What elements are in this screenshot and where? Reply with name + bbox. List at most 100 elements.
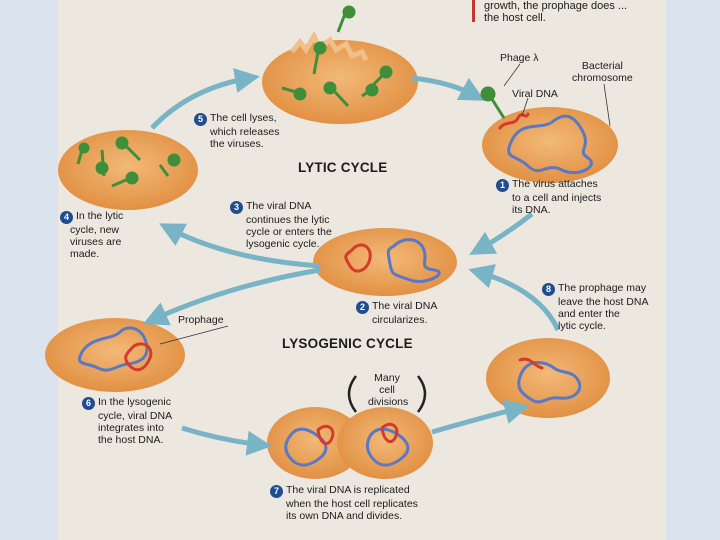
label-bacterial-chromosome: Bacterial chromosome (572, 60, 633, 84)
phage-icon (323, 81, 350, 108)
step-line: cycle, new (70, 224, 120, 236)
arrow-2-to-4 (159, 223, 321, 269)
title-lytic-cycle: LYTIC CYCLE (298, 160, 388, 175)
header-line: growth, the prophage does ... (484, 0, 628, 12)
label-prophage: Prophage (178, 314, 224, 326)
host-dna (77, 326, 149, 372)
leader-line (521, 97, 529, 117)
cell-lysing (262, 40, 418, 124)
arrow-8-to-2 (468, 264, 561, 332)
step-line: The virus attaches (512, 178, 598, 190)
section-rule (472, 0, 475, 22)
step-number-badge: 1 (496, 179, 509, 192)
step-line: its own DNA and divides. (286, 510, 403, 522)
step-number-badge: 2 (356, 301, 369, 314)
phage-icon (158, 153, 181, 177)
step-number-badge: 4 (60, 211, 73, 224)
label-line: chromosome (572, 72, 633, 84)
step-line: continues the lytic (246, 214, 330, 226)
step-line: made. (70, 248, 100, 260)
phage-icon (76, 142, 90, 165)
division-bracket-right (416, 375, 427, 413)
step-line: cycle, viral DNA (98, 410, 173, 422)
step-line: lysogenic cycle. (246, 238, 320, 250)
step-line: viruses are (70, 236, 122, 248)
prophage-dna (124, 342, 153, 372)
step-number-badge: 6 (82, 397, 95, 410)
step-line: to a cell and injects (512, 192, 602, 204)
leader-line (159, 325, 229, 345)
arrow-4-to-5 (150, 68, 260, 130)
cell-lytic-new-viruses (58, 130, 198, 210)
phage-icon (281, 86, 307, 101)
step-line: The viral DNA is replicated (286, 484, 410, 496)
phage-icon (111, 171, 139, 188)
label-line: Bacterial (581, 60, 623, 72)
step-line: In the lytic (76, 210, 124, 222)
left-margin (0, 0, 58, 540)
host-dna (284, 427, 328, 467)
step-line: when the host cell replicates (286, 498, 418, 510)
step-line: The prophage may (558, 282, 647, 294)
step-number-badge: 5 (194, 113, 207, 126)
division-bracket-left (347, 375, 358, 413)
step-line: leave the host DNA (558, 296, 649, 308)
lysis-tear (290, 30, 369, 62)
arrow-7-to-8 (431, 399, 530, 435)
header-snippet: growth, the prophage does ... the host c… (484, 0, 627, 24)
step-number-badge: 3 (230, 201, 243, 214)
title-lysogenic-cycle: LYSOGENIC CYCLE (282, 336, 413, 351)
step-line: The viral DNA (246, 200, 312, 212)
leader-line (503, 63, 521, 87)
host-dna (507, 114, 593, 175)
phage-icon (312, 41, 327, 75)
step-line: lytic cycle. (558, 320, 606, 332)
phage-group (76, 5, 506, 188)
arrow-5-to-1 (411, 75, 485, 101)
prophage-dna (380, 422, 399, 444)
host-dna (386, 238, 441, 283)
step-line: The viral DNA (372, 300, 438, 312)
step-line: The cell lyses, (210, 112, 277, 124)
phage-icon (480, 86, 506, 119)
step-number-badge: 7 (270, 485, 283, 498)
phage-icon (336, 5, 356, 33)
viral-dna-linear (498, 112, 530, 130)
phage-icon (95, 149, 109, 177)
label-many-cell-divisions: Many cell divisions (368, 372, 409, 408)
step-number-badge: 8 (542, 283, 555, 296)
host-dna (517, 361, 582, 404)
cell-dividing-right (337, 407, 433, 479)
phage-icon (115, 136, 142, 162)
step-line: In the lysogenic (98, 396, 171, 408)
arrow-6-to-7 (181, 425, 272, 456)
step-line: the host DNA. (98, 434, 164, 446)
label-line: divisions (368, 396, 409, 408)
step-line: the viruses. (210, 138, 264, 150)
prophage-dna (518, 357, 544, 370)
step-line: and enter the (558, 308, 620, 320)
host-dna (365, 427, 410, 467)
step-line: which releases (210, 126, 280, 138)
cell-attach (482, 107, 618, 183)
step-line: circularizes. (372, 314, 428, 326)
cell-circularized (313, 228, 457, 296)
step-line: integrates into (98, 422, 164, 434)
label-viral-dna: Viral DNA (512, 88, 558, 100)
cell-prophage (45, 318, 185, 392)
phage-icon (370, 65, 393, 88)
right-margin (666, 0, 720, 540)
step-line: its DNA. (512, 204, 551, 216)
arrow-2-to-6 (142, 267, 321, 326)
label-line: Many (374, 372, 400, 384)
